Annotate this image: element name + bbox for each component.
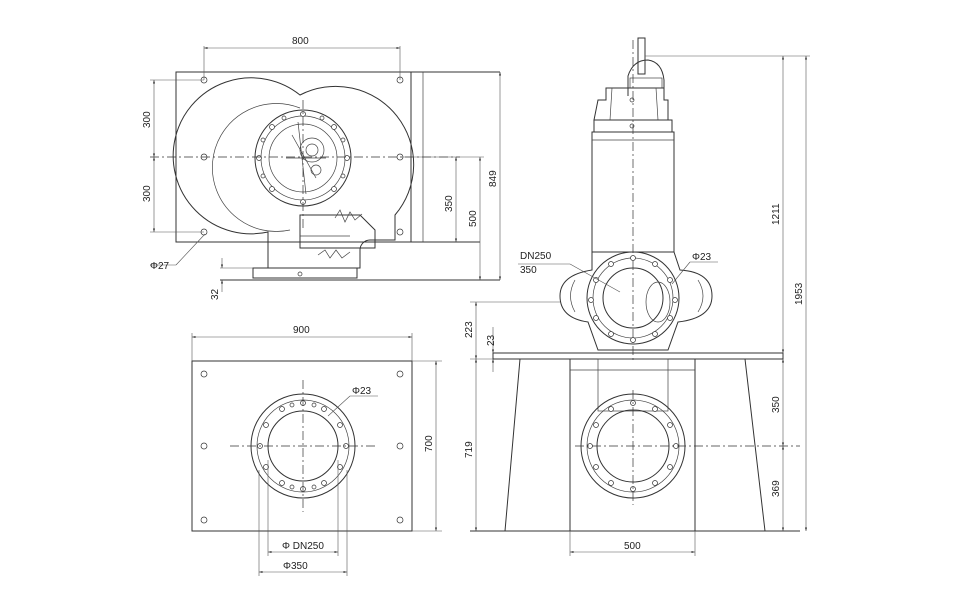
dim-plan-outlet-dn250: Φ DN250 bbox=[282, 541, 324, 552]
plan-plate-holes bbox=[200, 370, 404, 524]
dim-hole-spacing-lower: 300 bbox=[142, 185, 153, 202]
dim-side-height-23: 23 bbox=[486, 334, 497, 346]
dim-side-stand-width-500: 500 bbox=[624, 541, 641, 552]
plan-flange-bolts bbox=[257, 400, 349, 492]
dim-side-stand-height-719: 719 bbox=[464, 441, 475, 458]
dim-height-350: 350 bbox=[444, 195, 455, 212]
dim-side-outlet-center-350: 350 bbox=[771, 396, 782, 413]
dim-side-flange-dn250: DN250 bbox=[520, 251, 552, 262]
flange-bolt-holes bbox=[256, 111, 350, 205]
side-view: DN250 350 Φ23 1953 1211 350 369 223 23 7… bbox=[464, 37, 810, 556]
plan-view: 900 700 Φ23 Φ DN250 Φ350 bbox=[191, 325, 442, 576]
dim-side-total-height-1953: 1953 bbox=[794, 282, 805, 305]
dim-side-flange-350: 350 bbox=[520, 265, 537, 276]
dim-plan-width-900: 900 bbox=[293, 325, 310, 336]
dim-side-bolt-hole-23: Φ23 bbox=[692, 252, 712, 263]
dim-width-800: 800 bbox=[292, 36, 309, 47]
dim-plan-bolt-hole-23: Φ23 bbox=[352, 386, 372, 397]
dim-plan-height-700: 700 bbox=[424, 435, 435, 452]
dim-hole-spacing-upper: 300 bbox=[142, 111, 153, 128]
dim-side-height-223: 223 bbox=[464, 321, 475, 338]
dim-side-pump-height-1211: 1211 bbox=[771, 203, 782, 225]
dim-height-849: 849 bbox=[488, 170, 499, 187]
dim-hole-diameter-27: Φ27 bbox=[150, 261, 170, 272]
dim-plan-outlet-pcd-350: Φ350 bbox=[283, 561, 308, 572]
dim-side-outlet-bottom-369: 369 bbox=[771, 480, 782, 497]
dim-height-500: 500 bbox=[468, 210, 479, 227]
dim-base-offset-32: 32 bbox=[210, 288, 221, 300]
top-view: 800 300 300 Φ27 350 500 849 32 bbox=[142, 36, 502, 300]
side-outlet-bolts bbox=[587, 400, 679, 492]
